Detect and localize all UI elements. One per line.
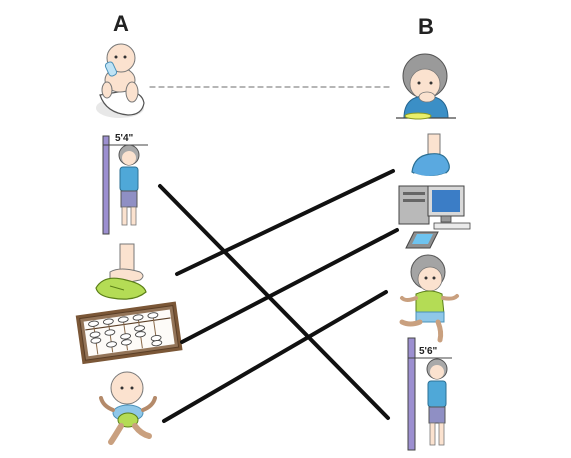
baby-drinking-bottle-icon (96, 43, 145, 118)
child-walking-icon (399, 254, 459, 343)
connection-a4-b3 (180, 228, 399, 344)
column-a-heading: A (113, 11, 129, 36)
connection-a2-b5 (158, 184, 390, 420)
height-label-tall: 5'6" (419, 346, 438, 357)
abacus-icon (75, 301, 183, 365)
boy-eating-icon (396, 53, 456, 120)
desktop-computer-icon (398, 185, 471, 249)
tall-child-height-chart-icon: 5'6" (407, 337, 452, 451)
connection-a5-b4 (162, 290, 388, 423)
baby-learning-to-walk-icon (99, 371, 157, 445)
short-child-height-chart-icon: 5'4" (102, 133, 148, 235)
column-b-heading: B (418, 14, 434, 39)
matching-lines (149, 86, 399, 423)
connection-a3-b2 (175, 169, 395, 276)
bare-foot-on-shoe-icon (95, 243, 147, 300)
height-label-short: 5'4" (115, 133, 134, 144)
foot-in-sneaker-icon (411, 133, 450, 178)
